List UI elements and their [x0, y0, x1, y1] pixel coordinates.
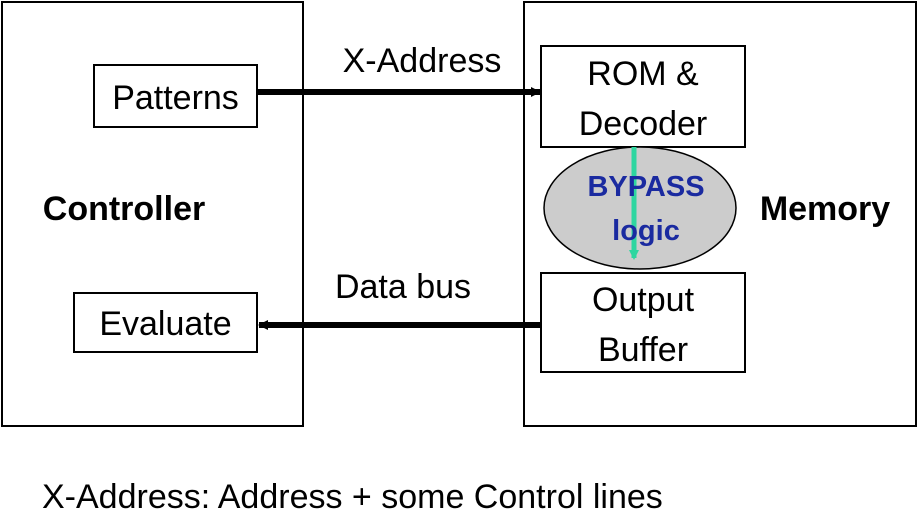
x-address-label: X-Address [343, 42, 502, 80]
bypass-logic-ellipse [543, 146, 737, 270]
memory-label: Memory [760, 190, 890, 228]
evaluate-box [73, 292, 258, 353]
patterns-box [93, 64, 258, 128]
footnote: X-Address: Address + some Control lines [42, 478, 663, 516]
rom-decoder-line1: ROM & [587, 55, 699, 93]
output-buffer-line1: Output [592, 281, 695, 319]
bypass-logic-line2: logic [612, 215, 680, 247]
controller-block: Controller Patterns Evaluate [1, 1, 304, 427]
controller-label: Controller [43, 190, 205, 228]
rom-decoder-line2: Decoder [579, 105, 708, 143]
output-buffer-box [540, 272, 746, 373]
memory-block: Memory ROM & Decoder Output Buffer BYPAS… [523, 1, 917, 427]
patterns-label: Patterns [112, 79, 239, 117]
connections: X-Address Data bus [257, 42, 541, 330]
evaluate-label: Evaluate [99, 305, 231, 343]
bypass-logic-line1: BYPASS [587, 171, 704, 203]
data-bus-label: Data bus [335, 268, 471, 306]
output-buffer-line2: Buffer [598, 331, 688, 369]
